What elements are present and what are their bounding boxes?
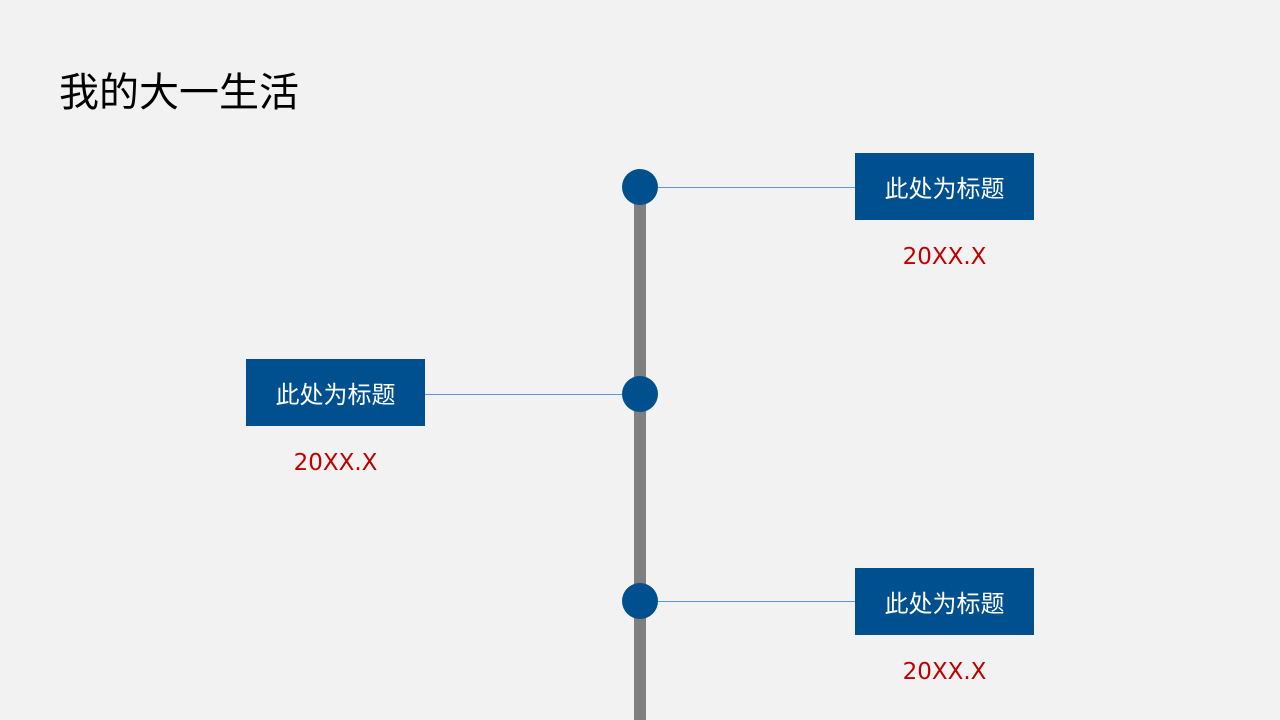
timeline-item-title: 此处为标题 (855, 568, 1034, 635)
timeline-node (622, 376, 658, 412)
slide-title: 我的大一生活 (59, 70, 299, 116)
timeline-item-title: 此处为标题 (855, 153, 1034, 220)
timeline-node (622, 583, 658, 619)
timeline-item-title: 此处为标题 (246, 359, 425, 426)
timeline-node (622, 169, 658, 205)
timeline-item-date: 20XX.X (293, 450, 378, 476)
timeline-axis (634, 187, 646, 720)
connector-line (658, 601, 855, 602)
timeline-item-date: 20XX.X (902, 659, 987, 685)
connector-line (658, 187, 855, 188)
timeline-item-date: 20XX.X (902, 244, 987, 270)
connector-line (425, 394, 622, 395)
